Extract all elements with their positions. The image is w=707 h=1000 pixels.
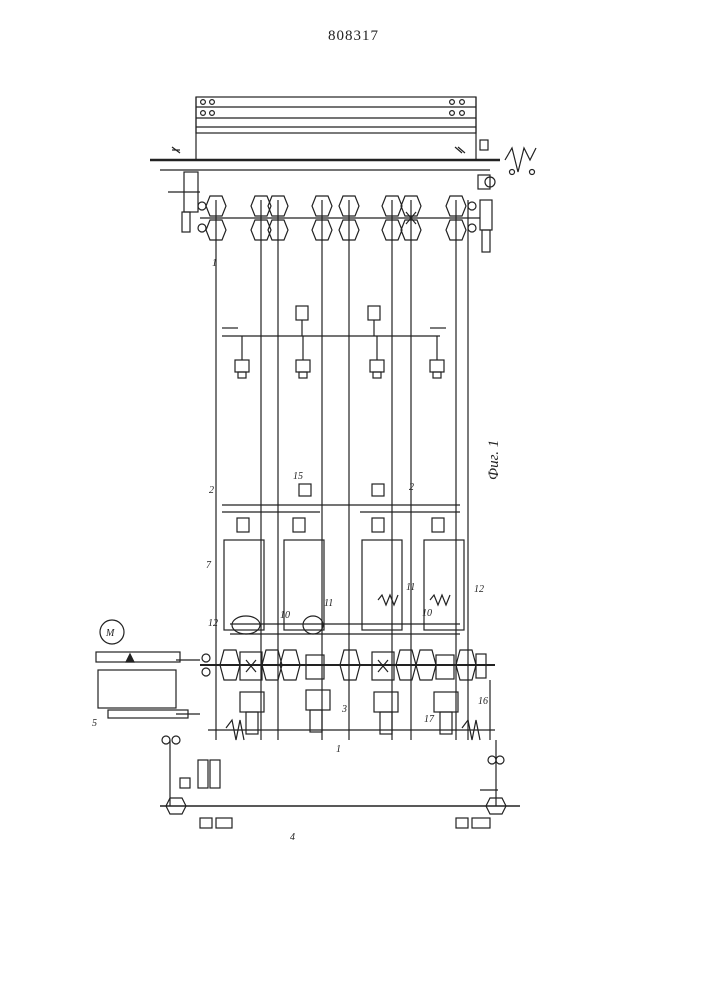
label-3: 3: [341, 704, 347, 715]
label-11b: 11: [406, 582, 415, 593]
middle-upper-assembly: [222, 306, 446, 378]
label-7: 7: [206, 560, 212, 571]
label-10b: 10: [422, 608, 432, 619]
figure-caption: Фиг. 1: [486, 440, 503, 480]
label-17: 17: [424, 714, 435, 725]
label-2b: 2: [409, 482, 414, 493]
label-motor: М: [105, 628, 115, 639]
label-16: 16: [478, 696, 488, 707]
label-11a: 11: [324, 598, 333, 609]
label-15: 15: [293, 471, 303, 482]
lower-blocks: [208, 680, 495, 740]
label-4: 4: [290, 832, 295, 843]
label-1b: 1: [336, 744, 341, 755]
label-12a: 12: [208, 618, 218, 629]
label-1a: 1: [212, 258, 217, 269]
top-gear-row: [200, 196, 480, 240]
labels: 1 2 15 2 7 12 10 11 11 10 12 3 1 17 16 5…: [92, 258, 488, 843]
label-10a: 10: [280, 610, 290, 621]
top-shaft: [150, 140, 536, 189]
label-2a: 2: [209, 485, 214, 496]
lower-gear-row: [200, 650, 495, 680]
label-5: 5: [92, 718, 97, 729]
top-frame: [196, 97, 476, 160]
label-12b: 12: [474, 584, 484, 595]
